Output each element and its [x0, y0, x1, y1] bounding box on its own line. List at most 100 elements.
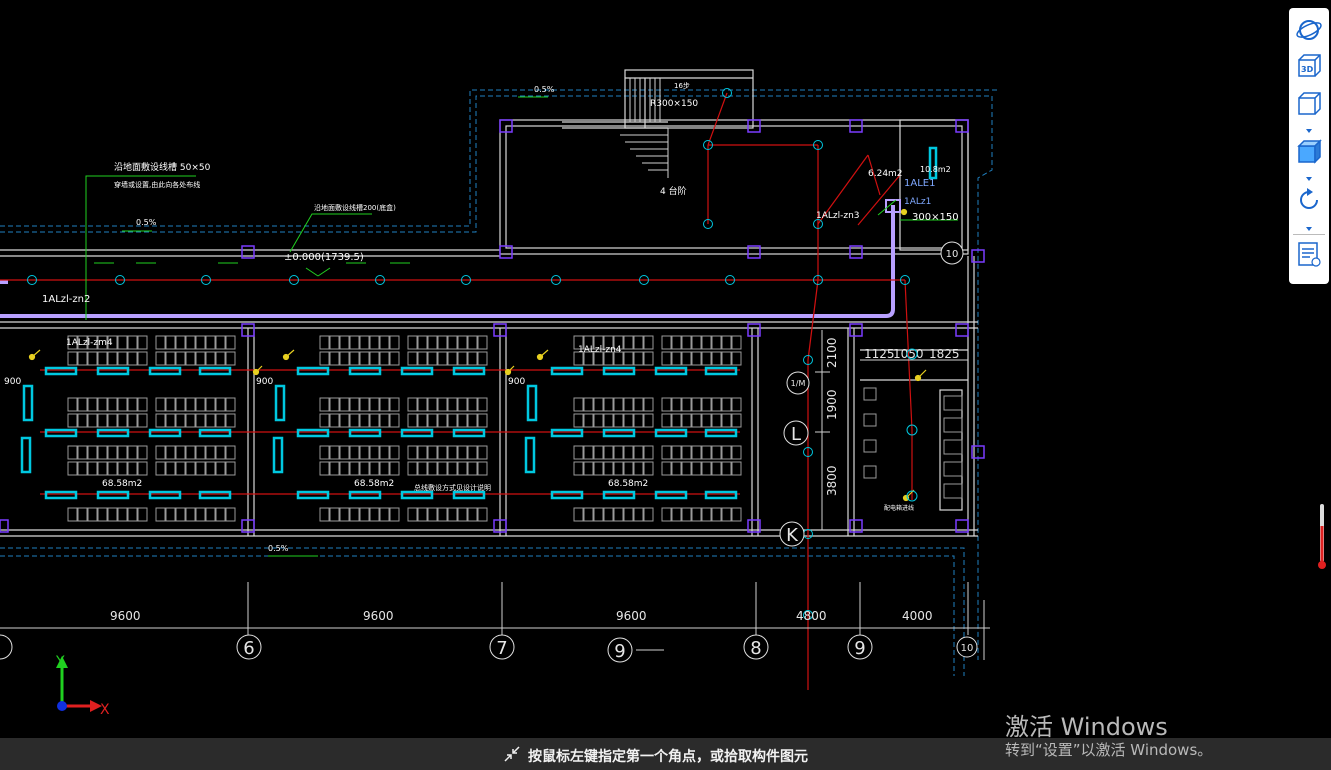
desk	[205, 397, 216, 412]
desk	[623, 351, 634, 366]
desk	[477, 397, 488, 412]
desk	[623, 461, 634, 476]
desk	[681, 507, 692, 522]
desk	[417, 507, 428, 522]
desk	[369, 397, 380, 412]
desk	[407, 507, 418, 522]
toilet-lights	[906, 348, 918, 502]
dim-right-3: 3800	[825, 465, 839, 496]
desk	[593, 445, 604, 460]
desk	[583, 507, 594, 522]
cable-note-mid: 沿地面敷设线槽200(底盒)	[314, 203, 396, 212]
desk	[339, 397, 350, 412]
socket-marker	[201, 275, 211, 285]
shade-dropdown[interactable]	[1304, 170, 1314, 181]
desk	[643, 507, 654, 522]
desk	[583, 335, 594, 350]
desk	[711, 413, 722, 428]
desk	[349, 413, 360, 428]
ale-label: 1ALE1	[904, 178, 935, 189]
desk	[583, 397, 594, 412]
desk	[573, 445, 584, 460]
desk	[127, 507, 138, 522]
desk	[457, 335, 468, 350]
desk	[661, 413, 672, 428]
stair-label: R300×150	[650, 99, 698, 109]
chevron-down-icon	[1306, 129, 1312, 133]
view-toolbar: 3D	[1289, 8, 1329, 284]
properties-button[interactable]	[1295, 240, 1323, 268]
desk	[369, 445, 380, 460]
desk	[643, 351, 654, 366]
desk	[339, 507, 350, 522]
desk	[225, 397, 236, 412]
desk	[165, 445, 176, 460]
desk	[127, 445, 138, 460]
ale-sub-label: 1ALz1	[904, 197, 931, 207]
room-area-1: 68.58m2	[102, 479, 142, 489]
desk	[633, 397, 644, 412]
desk	[117, 445, 128, 460]
desk	[67, 413, 78, 428]
desk	[155, 413, 166, 428]
desk	[661, 397, 672, 412]
socket-marker	[639, 275, 649, 285]
rotate-button[interactable]	[1295, 186, 1323, 214]
desk	[573, 351, 584, 366]
distribution-note: 总线敷设方式见设计说明	[414, 483, 491, 492]
desk	[185, 351, 196, 366]
grid-bubble-labels: 6 7 9 8 9 10 1/M L K 10	[243, 249, 973, 662]
desk	[427, 335, 438, 350]
dashed-outline	[0, 89, 998, 676]
shade-cube-button[interactable]	[1295, 138, 1323, 166]
desk	[593, 397, 604, 412]
desk	[467, 351, 478, 366]
desk	[691, 397, 702, 412]
socket-marker	[375, 275, 385, 285]
collapse-arrows-icon[interactable]	[502, 744, 522, 764]
desk	[437, 413, 448, 428]
desk	[225, 445, 236, 460]
desk	[97, 351, 108, 366]
orbit-button[interactable]	[1295, 16, 1323, 44]
desk	[427, 507, 438, 522]
desk	[339, 335, 350, 350]
socket-marker	[115, 275, 125, 285]
desk	[97, 413, 108, 428]
view-cube-button[interactable]	[1295, 90, 1323, 118]
grid-label-l: L	[791, 424, 801, 445]
desk	[681, 445, 692, 460]
desk	[427, 413, 438, 428]
cad-drawing-canvas[interactable]: 0.5% 0.5% 0.5% 沿地面敷设线槽 50×50 穿墙或设置,由此向各处…	[0, 0, 1331, 738]
desk	[87, 335, 98, 350]
desk	[593, 507, 604, 522]
view-cube-dropdown[interactable]	[1304, 122, 1314, 133]
activation-watermark-title: 激活 Windows	[1005, 713, 1168, 741]
desk	[77, 351, 88, 366]
desk	[691, 351, 702, 366]
desk	[359, 445, 370, 460]
cable-bus	[0, 205, 895, 318]
desk	[633, 413, 644, 428]
desk	[77, 507, 88, 522]
desk	[77, 413, 88, 428]
desk	[427, 461, 438, 476]
toilet-fixtures	[863, 387, 963, 499]
rotate-dropdown[interactable]	[1304, 220, 1314, 231]
desk	[457, 445, 468, 460]
desk	[389, 445, 400, 460]
desk	[603, 445, 614, 460]
activation-watermark-subtitle: 转到“设置”以激活 Windows。	[1005, 741, 1213, 759]
desk	[711, 335, 722, 350]
desk	[417, 461, 428, 476]
desk	[165, 335, 176, 350]
slope-label-3: 0.5%	[268, 544, 289, 553]
desk	[447, 445, 458, 460]
desk	[195, 507, 206, 522]
desk	[379, 413, 390, 428]
stair-no-label: 4 台阶	[660, 185, 687, 197]
view-3d-button[interactable]: 3D	[1295, 52, 1323, 80]
desk	[573, 397, 584, 412]
desk	[379, 445, 390, 460]
desk	[107, 397, 118, 412]
